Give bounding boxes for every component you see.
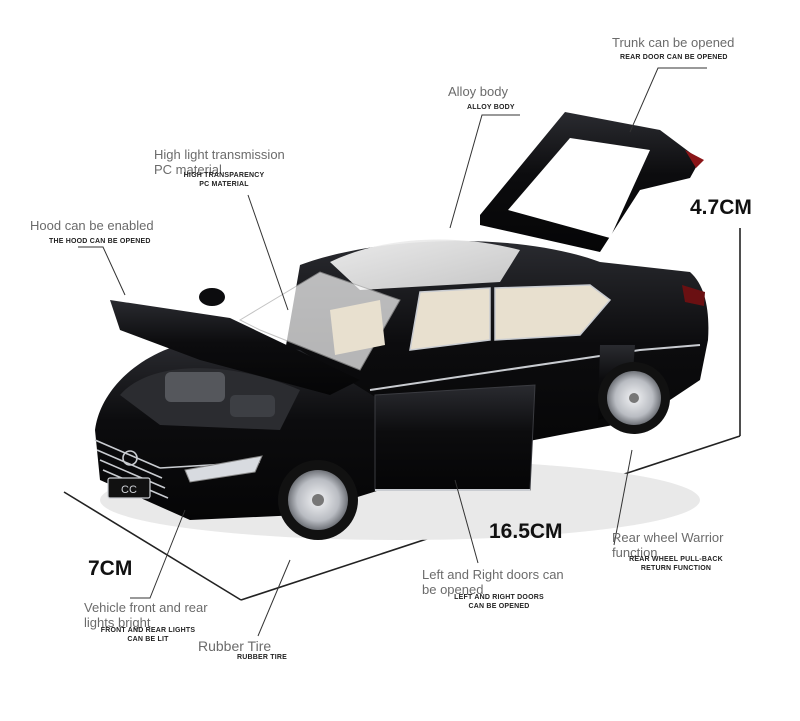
dimension-width: 7CM: [88, 557, 133, 580]
pc-title-line1: High light transmission: [154, 147, 285, 162]
doors-title-line1: Left and Right doors can: [422, 567, 564, 582]
lights-title-line2: lights bright: [84, 615, 151, 630]
pc-caption-line1: HIGH TRANSPARENCY: [183, 172, 265, 179]
pc-caption-line2: PC MATERIAL: [199, 181, 249, 188]
hood-title: Hood can be enabled: [30, 218, 154, 233]
dimension-height: 4.7CM: [690, 196, 752, 219]
alloy-caption: ALLOY BODY: [467, 104, 515, 111]
doors-caption-line2: CAN BE OPENED: [468, 603, 530, 610]
brand-logo: [122, 450, 138, 466]
alloy-title: Alloy body: [448, 84, 508, 99]
callout-leader-lines: [78, 67, 707, 637]
doors-title-line2: be opened: [422, 582, 484, 597]
trunk-title: Trunk can be opened: [612, 35, 735, 50]
rear-wheel-title-line1: Rear wheel Warrior: [612, 530, 724, 545]
rear-wheel-caption-line1: REAR WHEEL PULL-BACK: [629, 556, 723, 563]
doors-caption-line1: LEFT AND RIGHT DOORS: [454, 594, 544, 601]
tire-caption: RUBBER TIRE: [237, 654, 288, 661]
car-model: [94, 112, 709, 540]
rear-wheel: [598, 362, 670, 434]
lights-title-line1: Vehicle front and rear: [84, 600, 208, 615]
front-wheel: [278, 460, 358, 540]
lights-caption-line1: FRONT AND REAR LIGHTS: [100, 627, 196, 634]
badge-text: CC: [121, 484, 137, 496]
hood-caption: THE HOOD CAN BE OPENED: [49, 238, 151, 245]
pc-title-line2: PC material: [154, 162, 222, 177]
rear-wheel-title-line2: function: [612, 545, 658, 560]
lights-caption-line2: CAN BE LIT: [127, 636, 169, 643]
dimension-length: 16.5CM: [489, 520, 563, 543]
license-plate: [107, 477, 151, 499]
trunk-caption: REAR DOOR CAN BE OPENED: [620, 54, 728, 61]
rear-wheel-caption-line2: RETURN FUNCTION: [640, 565, 712, 572]
tire-title: Rubber Tire: [198, 638, 272, 654]
